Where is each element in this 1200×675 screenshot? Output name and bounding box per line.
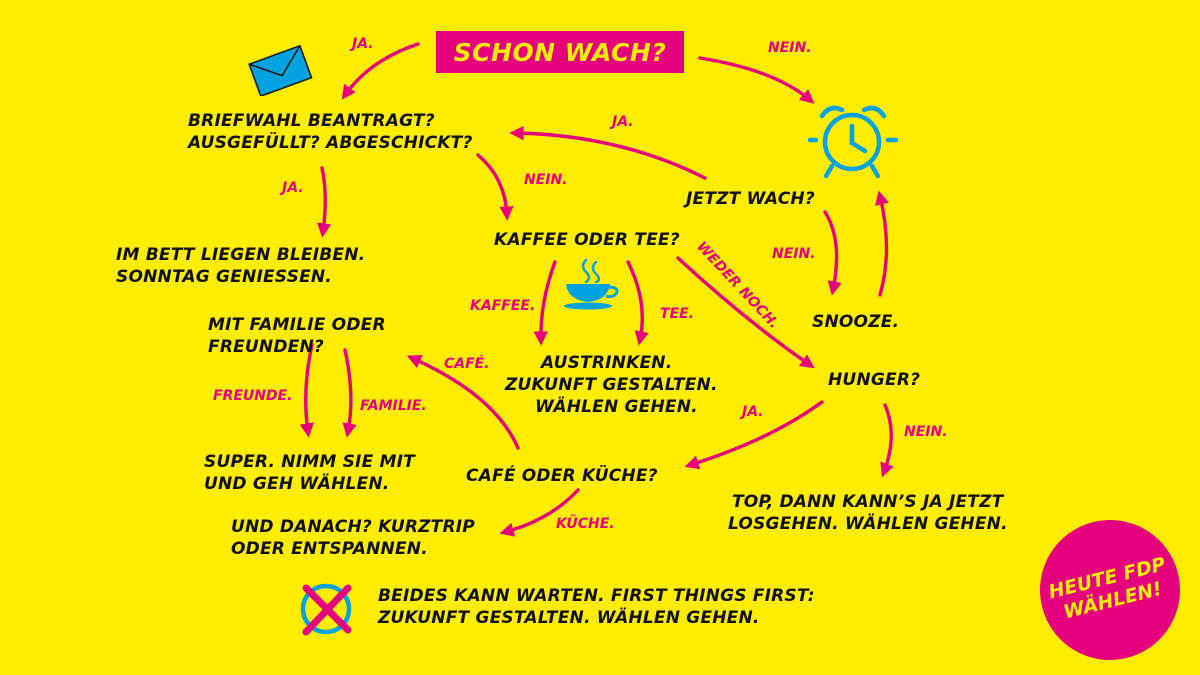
label-freunde: FREUNDE.	[213, 388, 293, 404]
top-line-2: LOSGEHEN. WÄHLEN GEHEN.	[728, 514, 1008, 534]
danach-line-1: UND DANACH? KURZTRIP	[231, 517, 475, 537]
arrow-ja-top	[341, 42, 420, 100]
hunger-question: HUNGER?	[828, 369, 920, 391]
familie-freunde-line-2: FREUNDEN?	[208, 337, 324, 357]
arrow-nein-briefwahl	[476, 153, 514, 221]
snooze-node: SNOOZE.	[812, 311, 899, 333]
austrinken-outcome: AUSTRINKEN. ZUKUNFT GESTALTEN. WÄHLEN GE…	[505, 352, 718, 418]
hunger-line-1: HUNGER?	[828, 370, 921, 390]
austrinken-line-3: WÄHLEN GEHEN.	[535, 397, 698, 417]
arrow-freunde	[299, 343, 314, 438]
top-outcome: TOP, DANN KANN’S JA JETZT LOSGEHEN. WÄHL…	[728, 491, 1008, 535]
label-nein-jetzt: NEIN.	[772, 246, 816, 262]
briefwahl-line-2: AUSGEFÜLLT? ABGESCHICKT?	[188, 133, 473, 153]
kaffee-tee-question: KAFFEE ODER TEE?	[494, 229, 680, 251]
bett-outcome: IM BETT LIEGEN BLEIBEN. SONNTAG GENIESSE…	[116, 244, 365, 288]
label-tee: TEE.	[660, 306, 694, 322]
alarm-clock-icon	[808, 105, 898, 179]
arrow-cafe	[406, 354, 520, 450]
austrinken-line-1: AUSTRINKEN.	[541, 353, 673, 373]
label-ja-briefwahl: JA.	[282, 180, 304, 196]
arrow-nein-top	[698, 56, 815, 104]
arrow-ja-hunger	[684, 400, 824, 470]
arrow-kaffee	[533, 260, 557, 346]
bett-line-2: SONNTAG GENIESSEN.	[116, 267, 332, 287]
coffee-cup-icon	[564, 258, 619, 310]
ballot-cross-icon	[300, 583, 352, 636]
familie-freunde-question: MIT FAMILIE ODER FREUNDEN?	[208, 314, 386, 358]
danach-line-2: ODER ENTSPANNEN.	[231, 539, 428, 559]
super-outcome: SUPER. NIMM SIE MIT UND GEH WÄHLEN.	[204, 451, 415, 495]
label-ja-jetzt: JA.	[612, 114, 634, 130]
label-kueche: KÜCHE.	[556, 516, 615, 532]
label-nein-briefwahl: NEIN.	[524, 172, 568, 188]
arrow-kueche	[499, 488, 580, 537]
bett-line-1: IM BETT LIEGEN BLEIBEN.	[116, 245, 366, 265]
familie-freunde-line-1: MIT FAMILIE ODER	[208, 315, 386, 335]
beides-outcome: BEIDES KANN WARTEN. FIRST THINGS FIRST: …	[378, 585, 815, 629]
top-line-1: TOP, DANN KANN’S JA JETZT	[732, 492, 1004, 512]
briefwahl-line-1: BRIEFWAHL BEANTRAGT?	[188, 111, 435, 131]
label-cafe: CAFÉ.	[444, 356, 490, 372]
super-line-2: UND GEH WÄHLEN.	[204, 474, 390, 494]
start-question-text: SCHON WACH?	[453, 37, 667, 67]
label-nein-top: NEIN.	[768, 40, 812, 56]
kaffee-tee-line-1: KAFFEE ODER TEE?	[494, 230, 680, 250]
label-ja-top: JA.	[352, 36, 374, 52]
label-familie: FAMILIE.	[360, 398, 427, 414]
arrow-ja-jetzt	[509, 126, 707, 180]
label-ja-hunger: JA.	[742, 404, 764, 420]
jetzt-wach-line-1: JETZT WACH?	[686, 189, 815, 209]
cafe-kueche-question: CAFÉ ODER KÜCHE?	[466, 465, 658, 487]
arrow-weder-noch	[676, 256, 815, 369]
arrow-ja-briefwahl	[317, 166, 332, 238]
label-kaffee: KAFFEE.	[470, 298, 536, 314]
super-line-1: SUPER. NIMM SIE MIT	[204, 452, 415, 472]
arrow-nein-jetzt	[823, 210, 842, 296]
cafe-kueche-line-1: CAFÉ ODER KÜCHE?	[466, 466, 658, 486]
jetzt-wach-question: JETZT WACH?	[686, 188, 815, 210]
label-nein-hunger: NEIN.	[904, 424, 948, 440]
snooze-line-1: SNOOZE.	[812, 312, 900, 332]
start-question: SCHON WACH?	[436, 31, 684, 73]
arrow-snooze-clock	[875, 190, 889, 297]
arrow-tee	[626, 260, 649, 346]
danach-outcome: UND DANACH? KURZTRIP ODER ENTSPANNEN.	[231, 516, 475, 560]
envelope-icon	[248, 44, 313, 96]
beides-line-1: BEIDES KANN WARTEN. FIRST THINGS FIRST:	[378, 586, 815, 606]
arrow-familie	[342, 348, 357, 438]
beides-line-2: ZUKUNFT GESTALTEN. WÄHLEN GEHEN.	[378, 608, 760, 628]
austrinken-line-2: ZUKUNFT GESTALTEN.	[505, 375, 718, 395]
briefwahl-question: BRIEFWAHL BEANTRAGT? AUSGEFÜLLT? ABGESCH…	[188, 110, 473, 154]
arrow-nein-hunger	[880, 403, 894, 478]
